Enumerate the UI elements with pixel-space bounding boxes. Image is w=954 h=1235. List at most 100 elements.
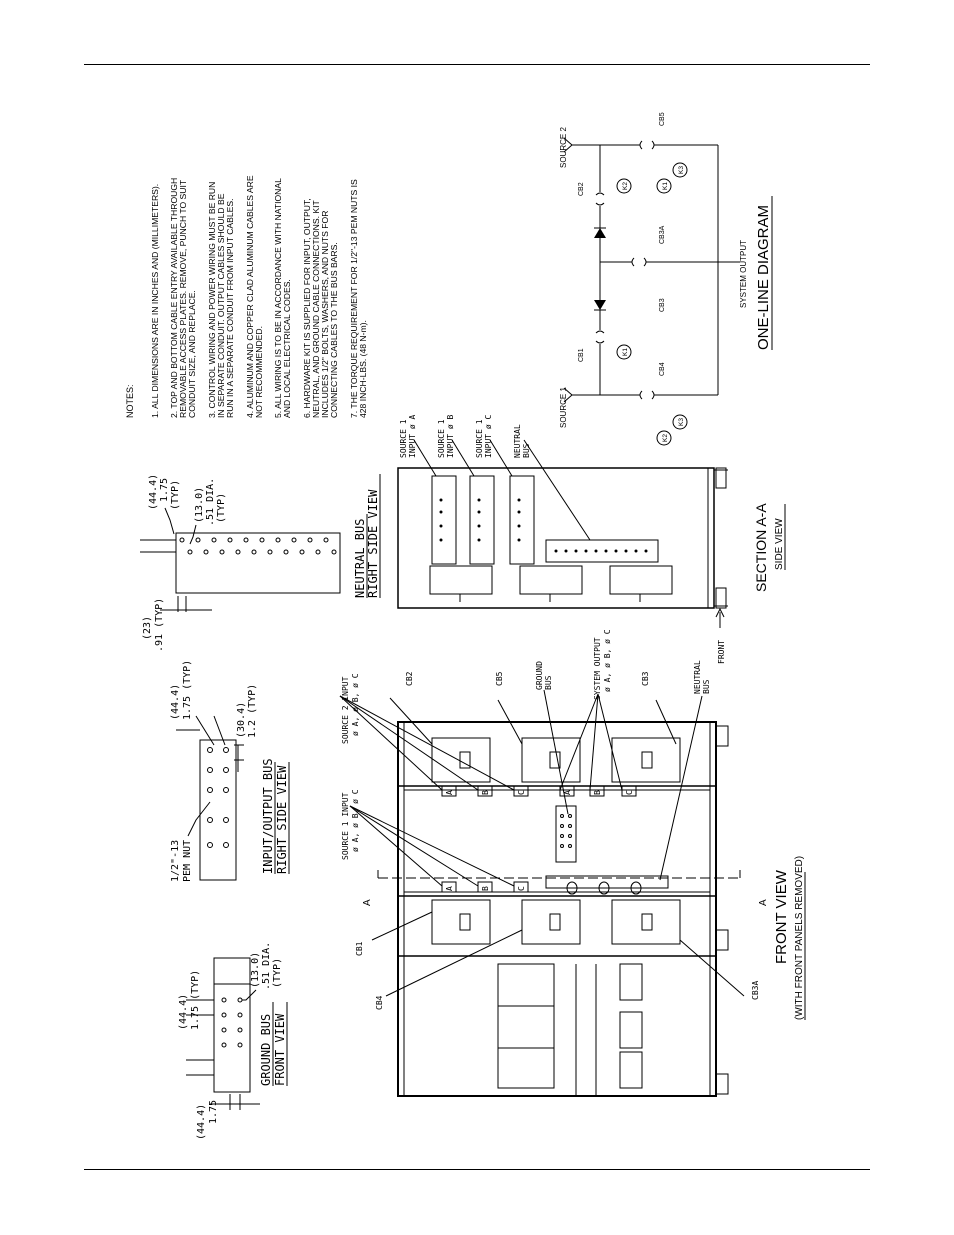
svg-text:SOURCE 1 INPUT: SOURCE 1 INPUT <box>341 792 350 860</box>
neutral-bus-subtitle: RIGHT SIDE VIEW <box>366 489 380 598</box>
cb1-symbol: CB1 K1 <box>578 330 632 362</box>
svg-text:(44.4): (44.4) <box>178 994 189 1030</box>
svg-text:K2: K2 <box>622 182 629 190</box>
neutral-bus-title: NEUTRAL BUS <box>353 519 367 598</box>
svg-text:NEUTRAL: NEUTRAL <box>693 660 702 694</box>
ground-bus-detail: (44.4) 1.75 (TYP) (13.0) .51 DIA. (TYP) … <box>178 942 288 1140</box>
svg-text:ø A, ø B, ø C: ø A, ø B, ø C <box>603 629 612 692</box>
cb5-symbol: CB5 K1 K3 <box>639 112 688 194</box>
footer-rule <box>84 1169 870 1170</box>
svg-text:CB3: CB3 <box>641 671 650 686</box>
svg-text:ø A, ø B, ø C: ø A, ø B, ø C <box>351 789 360 852</box>
svg-text:1.75: 1.75 <box>208 1100 219 1124</box>
svg-text:(13.0): (13.0) <box>250 952 261 988</box>
system-output-label: SYSTEM OUTPUT <box>739 240 748 308</box>
io-bus-detail: (44.4) 1.75 (TYP) (30.4) 1.2 (TYP) 1/2"-… <box>170 660 290 882</box>
notes-block: NOTES: 1. ALL DIMENSIONS ARE IN INCHES A… <box>125 175 368 418</box>
section-bus-holes <box>439 498 648 553</box>
note-line: 428 INCH-LBS. (48 N-m). <box>358 320 368 418</box>
section-a-a: SOURCE 1 INPUT ø A SOURCE 1 INPUT ø B SO… <box>397 414 786 664</box>
ground-strip-holes <box>560 814 572 848</box>
front-view-cabinet: A B C A B C A B C <box>339 629 806 1097</box>
note-line: 3. CONTROL WIRING AND POWER WIRING MUST … <box>207 182 217 418</box>
svg-text:.51 DIA.: .51 DIA. <box>205 478 216 526</box>
svg-text:1.75 (TYP): 1.75 (TYP) <box>182 660 193 720</box>
svg-text:NEUTRAL: NEUTRAL <box>513 424 522 458</box>
scr-2-icon <box>594 227 606 238</box>
pem-nut-label: 1/2"-13 <box>170 840 181 882</box>
note-line: 1. ALL DIMENSIONS ARE IN INCHES AND (MIL… <box>150 184 160 418</box>
breaker-cb2 <box>431 737 491 783</box>
svg-text:CB1: CB1 <box>578 348 585 362</box>
note-line: INCLUDES 1/2" BOLTS, WASHERS, AND NUTS F… <box>320 211 330 418</box>
svg-text:CB1: CB1 <box>355 941 364 956</box>
svg-text:CB5: CB5 <box>659 112 666 126</box>
svg-text:K3: K3 <box>678 166 685 174</box>
section-a-a-title: SECTION A-A <box>753 503 769 592</box>
svg-text:SOURCE 2 INPUT: SOURCE 2 INPUT <box>341 676 350 744</box>
svg-text:SOURCE 1: SOURCE 1 <box>437 419 446 458</box>
breaker-cb5 <box>521 737 581 783</box>
note-line: 7. THE TORQUE REQUIREMENT FOR 1/2"-13 PE… <box>349 179 359 418</box>
svg-text:(TYP): (TYP) <box>272 958 283 988</box>
svg-text:INPUT ø B: INPUT ø B <box>446 414 455 458</box>
front-view-subtitle: (WITH FRONT PANELS REMOVED) <box>794 856 805 1020</box>
svg-text:B: B <box>593 790 602 795</box>
svg-text:K1: K1 <box>662 182 669 190</box>
svg-text:(TYP): (TYP) <box>170 480 181 510</box>
svg-text:(30.4): (30.4) <box>236 702 247 738</box>
svg-text:A: A <box>758 899 769 906</box>
svg-text:BUS: BUS <box>544 675 553 690</box>
svg-text:CB4: CB4 <box>659 362 666 376</box>
breaker-cb1 <box>431 899 491 945</box>
svg-text:INPUT ø C: INPUT ø C <box>484 414 493 458</box>
note-line: 4. ALUMINUM AND COPPER CLAD ALUMINUM CAB… <box>245 175 255 418</box>
note-line: CONDUIT SIZE, AND REPLACE. <box>187 290 197 418</box>
one-line-title: ONE-LINE DIAGRAM <box>755 205 772 350</box>
svg-text:B: B <box>481 886 490 891</box>
svg-text:CB2: CB2 <box>578 182 585 196</box>
svg-text:K1: K1 <box>622 348 629 356</box>
svg-text:CB3: CB3 <box>659 298 666 312</box>
svg-text:C: C <box>517 886 526 891</box>
svg-text:C: C <box>517 790 526 795</box>
source-2-label: SOURCE 2 <box>559 127 568 168</box>
svg-text:CB4: CB4 <box>375 995 384 1010</box>
notes-heading: NOTES: <box>125 384 135 418</box>
note-line: 2. TOP AND BOTTOM CABLE ENTRY AVAILABLE … <box>169 178 179 418</box>
note-line: IN SEPARATE CONDUIT. OUTPUT CABLES SHOUL… <box>216 193 226 418</box>
cb2-symbol: CB2 K2 <box>578 178 632 206</box>
svg-text:K2: K2 <box>662 434 669 442</box>
svg-text:1.75: 1.75 <box>159 478 170 502</box>
svg-text:(44.4): (44.4) <box>148 474 159 510</box>
svg-text:A: A <box>362 899 373 906</box>
io-bus-title: INPUT/OUTPUT BUS <box>261 758 275 874</box>
front-view-title: FRONT VIEW <box>773 869 790 964</box>
note-line: RUN IN A SEPARATE CONDUIT FROM INPUT CAB… <box>225 199 235 419</box>
svg-text:(TYP): (TYP) <box>216 493 227 523</box>
scr-1-icon <box>594 300 606 311</box>
cb3-symbol: CB3 <box>659 298 666 312</box>
svg-text:ø A, ø B, ø C: ø A, ø B, ø C <box>351 673 360 736</box>
section-a-a-subtitle: SIDE VIEW <box>774 518 785 570</box>
svg-text:.51 DIA.: .51 DIA. <box>261 942 272 990</box>
svg-text:SYSTEM OUTPUT: SYSTEM OUTPUT <box>593 637 602 700</box>
front-label: FRONT <box>717 640 726 664</box>
neutral-bus-bar <box>545 875 669 889</box>
io-bus-subtitle: RIGHT SIDE VIEW <box>275 765 289 874</box>
source-1-label: SOURCE 1 <box>559 387 568 428</box>
note-line: NOT RECOMMENDED. <box>254 326 264 418</box>
one-line-diagram: CB1 K1 CB2 K2 CB3A CB3 <box>559 112 773 446</box>
ground-bus-holes <box>221 997 243 1048</box>
svg-text:(13.0): (13.0) <box>194 487 205 523</box>
svg-text:(44.4): (44.4) <box>196 1104 207 1140</box>
svg-text:CB3A: CB3A <box>659 225 666 244</box>
note-line: REMOVABLE ACCESS PLATES. REMOVE, PUNCH T… <box>178 179 188 418</box>
note-line: 6. HARDWARE KIT IS SUPPLIED FOR INPUT, O… <box>302 198 312 418</box>
svg-text:A: A <box>445 886 454 891</box>
ground-bus-subtitle: FRONT VIEW <box>273 1013 287 1086</box>
neutral-bus-detail: (44.4) 1.75 (TYP) (13.0) .51 DIA. (TYP) … <box>140 474 381 652</box>
svg-text:C: C <box>625 790 634 795</box>
note-line: CONNECTING CABLES TO THE BUS BARS. <box>329 242 339 418</box>
svg-text:GROUND: GROUND <box>535 661 544 690</box>
